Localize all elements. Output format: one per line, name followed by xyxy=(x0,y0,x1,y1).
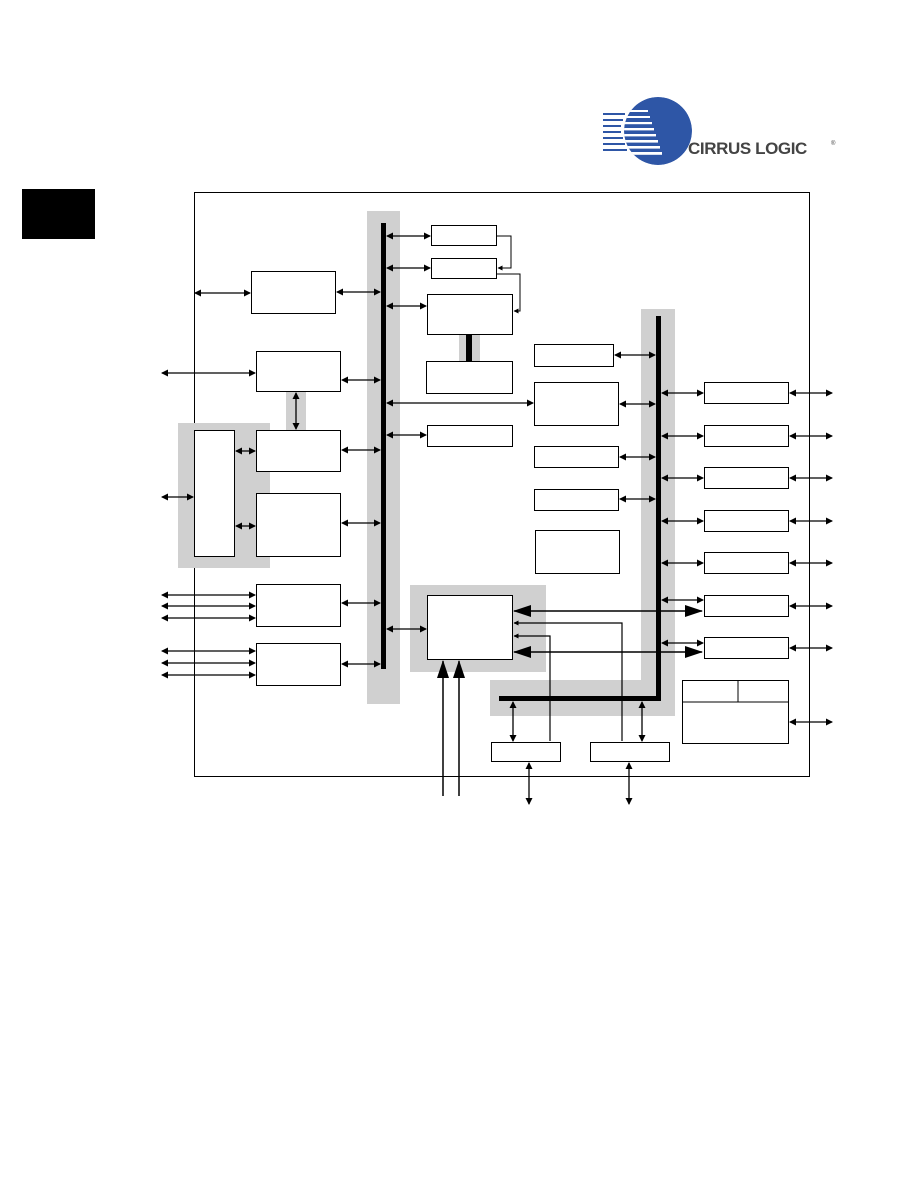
cirrus-logic-logo: CIRRUS LOGIC ® xyxy=(603,97,836,165)
bottom-blocks xyxy=(491,742,670,762)
page-tab xyxy=(22,189,95,239)
block-l6 xyxy=(256,643,341,686)
far-right-blocks xyxy=(682,382,789,744)
block-l5 xyxy=(256,584,341,627)
block-r5 xyxy=(535,530,620,574)
right-peripheral-bus xyxy=(656,316,661,701)
block-fr2 xyxy=(704,425,789,447)
block-fr1 xyxy=(704,382,789,404)
route-controller-b2 xyxy=(513,620,623,741)
block-c2 xyxy=(431,258,497,279)
route-controller-b1 xyxy=(513,633,551,741)
block-r4 xyxy=(534,489,619,511)
vertical-link-bar xyxy=(466,334,472,362)
block-fr7 xyxy=(704,637,789,659)
registered-mark: ® xyxy=(831,140,836,147)
brand-name: CIRRUS LOGIC xyxy=(688,139,807,158)
bottom-bus xyxy=(499,696,661,701)
block-r1 xyxy=(534,344,614,367)
block-b1 xyxy=(491,742,561,762)
block-fr6 xyxy=(704,595,789,617)
cirrus-logo-icon xyxy=(624,97,692,165)
block-c5 xyxy=(427,425,513,447)
buses xyxy=(381,223,661,701)
large-connections xyxy=(437,605,703,796)
cirrus-logo-stripes xyxy=(603,113,627,151)
block-l3 xyxy=(256,430,341,472)
route-c1-c2 xyxy=(497,235,512,271)
block-l2 xyxy=(256,351,341,392)
block-r3 xyxy=(534,446,619,468)
block-controller xyxy=(427,595,513,660)
right-center-blocks xyxy=(534,344,620,574)
block-r2 xyxy=(534,382,619,426)
left-blocks xyxy=(194,271,341,686)
top-routed-connections xyxy=(497,235,521,314)
connections xyxy=(161,232,833,805)
left-system-bus xyxy=(381,223,386,669)
block-fr5 xyxy=(704,552,789,574)
route-c2-c3 xyxy=(497,273,521,314)
block-fr3 xyxy=(704,467,789,489)
center-blocks xyxy=(426,225,513,660)
block-c4 xyxy=(426,361,513,394)
block-fr8 xyxy=(682,680,789,744)
block-fr4 xyxy=(704,510,789,532)
block-b2 xyxy=(590,742,670,762)
block-l4 xyxy=(256,493,341,557)
block-c3 xyxy=(427,294,513,335)
routed-connections xyxy=(513,620,623,741)
block-tall xyxy=(194,430,235,557)
block-l1 xyxy=(251,271,336,314)
block-c1 xyxy=(431,225,497,246)
